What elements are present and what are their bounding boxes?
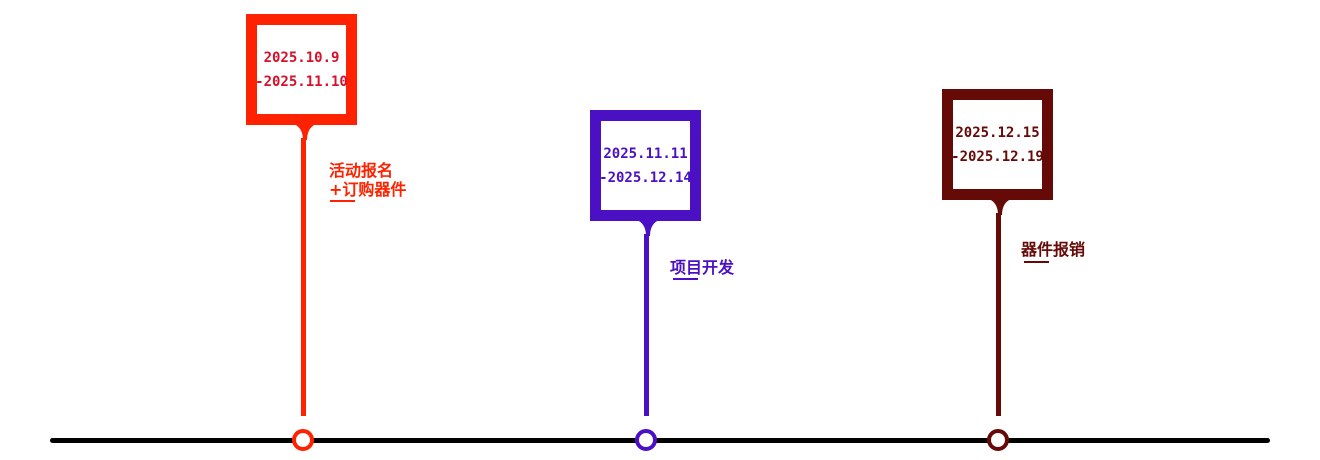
event-1-label-line1: 活动报名 xyxy=(329,161,394,180)
event-2-label: 项目开发 xyxy=(670,258,735,277)
event-1-label: 活动报名 +订购器件 xyxy=(329,161,406,199)
event-1-start-date: 2025.10.9 xyxy=(263,49,340,66)
event-1-connector xyxy=(294,124,316,140)
event-2-connector xyxy=(637,220,659,236)
event-1-marker xyxy=(292,429,314,451)
event-3-stem xyxy=(996,213,1001,416)
event-3-underline xyxy=(1024,261,1049,263)
event-1-label-line2: +订购器件 xyxy=(329,180,407,199)
event-1-end-date: -2025.11.10 xyxy=(255,73,348,90)
event-3-end-date: -2025.12.19 xyxy=(951,148,1044,165)
event-3-start-date: 2025.12.15 xyxy=(955,124,1040,141)
event-1-stem xyxy=(301,138,306,416)
event-3-connector xyxy=(989,199,1011,215)
event-2-date-box: 2025.11.11 -2025.12.14 xyxy=(590,110,701,221)
event-3-label: 器件报销 xyxy=(1021,240,1086,259)
event-1-date-box: 2025.10.9 -2025.11.10 xyxy=(246,14,357,125)
event-3-date-box: 2025.12.15 -2025.12.19 xyxy=(942,89,1053,200)
timeline-axis xyxy=(50,438,1270,443)
event-2-end-date: -2025.12.14 xyxy=(599,169,692,186)
event-2-underline xyxy=(673,278,698,280)
event-1-underline xyxy=(330,200,355,202)
event-2-start-date: 2025.11.11 xyxy=(603,145,688,162)
event-2-marker xyxy=(635,429,657,451)
event-3-marker xyxy=(987,429,1009,451)
event-2-stem xyxy=(644,234,649,416)
